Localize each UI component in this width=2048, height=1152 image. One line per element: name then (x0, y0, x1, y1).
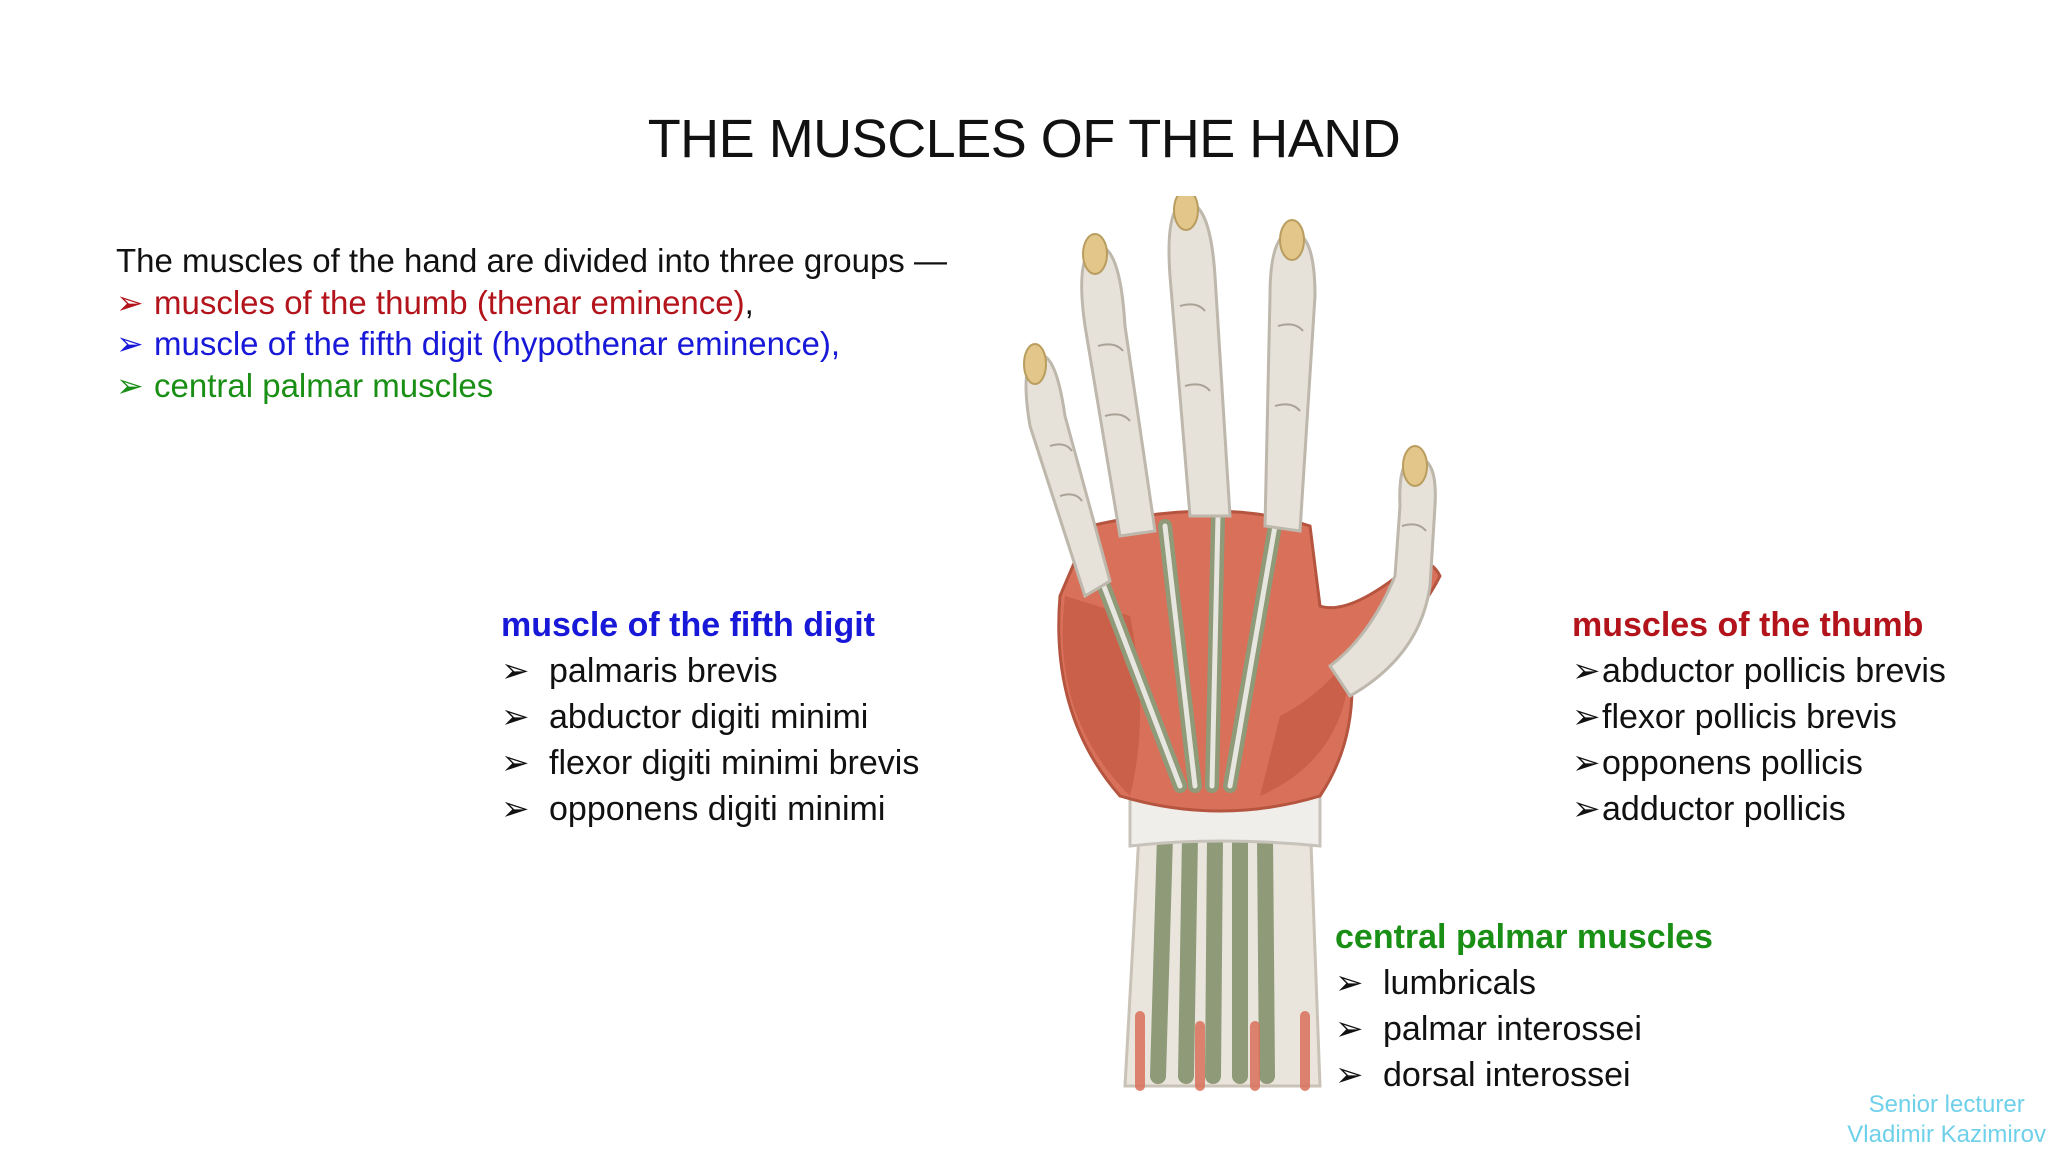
list-item-text: opponens digiti minimi (549, 790, 886, 828)
credit-role: Senior lecturer (1868, 1091, 2025, 1118)
list-item: ➢flexor pollicis brevis (1572, 694, 1946, 740)
hand-anatomy-illustration (1023, 196, 1442, 1091)
forearm-tendons-group (1150, 828, 1275, 1084)
arrow-bullet-icon: ➢ (501, 744, 530, 782)
credit-name: Vladimir Kazimirov (1847, 1121, 2046, 1148)
group-fifth-heading: muscle of the fifth digit (501, 606, 875, 644)
group-fifth-digit: muscle of the fifth digit ➢ palmaris brev… (501, 602, 919, 832)
index-finger (1263, 230, 1317, 533)
arrow-bullet-icon: ➢ (1572, 744, 1601, 782)
list-item: ➢opponens pollicis (1572, 740, 1946, 786)
ring-finger (1080, 244, 1157, 538)
list-item: ➢ dorsal interossei (1335, 1052, 1713, 1098)
list-item-text: abductor digiti minimi (549, 698, 869, 736)
list-item-text: abductor pollicis brevis (1602, 652, 1946, 690)
list-item: ➢ palmaris brevis (501, 648, 919, 694)
intro-fifth-text: muscle of the fifth digit (hypothenar em… (154, 325, 841, 362)
arrow-bullet-icon: ➢ (1335, 964, 1364, 1002)
group-central-palmar: central palmar muscles ➢ lumbricals ➢ palm… (1335, 914, 1713, 1098)
arrow-bullet-icon: ➢ (1572, 652, 1601, 690)
list-item: ➢adductor pollicis (1572, 786, 1946, 832)
list-item-text: palmar interossei (1383, 1010, 1642, 1048)
arrow-bullet-icon: ➢ (1572, 790, 1601, 828)
middle-finger (1167, 200, 1232, 518)
group-thumb-heading: muscles of the thumb (1572, 606, 1924, 644)
list-item: ➢abductor pollicis brevis (1572, 648, 1946, 694)
intro-lead: The muscles of the hand are divided into… (116, 242, 947, 279)
list-item-text: dorsal interossei (1383, 1056, 1631, 1094)
fingers-group (1024, 200, 1437, 698)
list-item-text: opponens pollicis (1602, 744, 1863, 782)
thenar-eminence (1260, 656, 1350, 796)
list-item-text: lumbricals (1383, 964, 1537, 1002)
slide-title: THE MUSCLES OF THE HAND (647, 109, 1401, 169)
arrow-bullet-icon: ➢ (116, 366, 144, 404)
arrow-bullet-icon: ➢ (1572, 698, 1601, 736)
list-item-text: palmaris brevis (549, 652, 778, 690)
intro-central-text: central palmar muscles (154, 366, 494, 404)
palm-tendon-highlights (1097, 513, 1278, 789)
list-item-text: flexor pollicis brevis (1602, 698, 1897, 736)
arrow-bullet-icon: ➢ (501, 698, 530, 736)
intro-line-fifth: ➢ muscle of the fifth digit (hypothenar e… (116, 323, 947, 365)
arrow-bullet-icon: ➢ (501, 790, 530, 828)
intro-line-central: ➢ central palmar muscles (116, 365, 947, 407)
fingertips-group (1023, 196, 1428, 487)
group-central-heading: central palmar muscles (1335, 918, 1713, 956)
arrow-bullet-icon: ➢ (1335, 1056, 1364, 1094)
list-item: ➢ lumbricals (1335, 960, 1713, 1006)
forearm-muscle-bands (1135, 1011, 1310, 1091)
arrow-bullet-icon: ➢ (1335, 1010, 1364, 1048)
arrow-bullet-icon: ➢ (116, 283, 144, 321)
list-item: ➢ flexor digiti minimi brevis (501, 740, 919, 786)
intro-text: The muscles of the hand are divided into… (116, 240, 947, 406)
group-thumb: muscles of the thumb ➢abductor pollicis … (1572, 602, 1946, 832)
intro-line-thumb: ➢ muscles of the thumb (thenar eminence), (116, 282, 947, 324)
author-credit: Senior lecturer Vladimir Kazimirov (1847, 1090, 2046, 1150)
list-item: ➢ palmar interossei (1335, 1006, 1713, 1052)
intro-thumb-comma: , (744, 283, 754, 321)
list-item-text: flexor digiti minimi brevis (549, 744, 920, 782)
intro-thumb-text: muscles of the thumb (thenar eminence) (154, 283, 745, 321)
finger-joint-sheaths (1049, 303, 1427, 532)
arrow-bullet-icon: ➢ (501, 652, 530, 690)
arrow-bullet-icon: ➢ (116, 325, 144, 362)
list-item-text: adductor pollicis (1602, 790, 1846, 828)
list-item: ➢ abductor digiti minimi (501, 694, 919, 740)
thumb (1327, 456, 1437, 698)
list-item: ➢ opponens digiti minimi (501, 786, 919, 832)
